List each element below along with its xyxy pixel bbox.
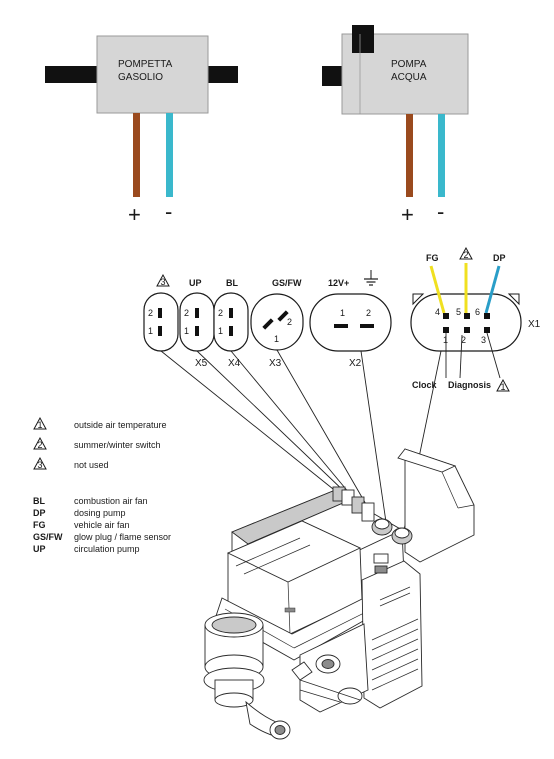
connector-x2: 1 2 — [309, 293, 392, 352]
svg-text:3: 3 — [161, 277, 166, 287]
pump-acqua-wire-negative — [438, 114, 445, 197]
pump-gasolio-wire-positive — [133, 113, 140, 197]
connector-x5: 2 1 — [143, 292, 179, 352]
label-12v: 12V+ — [328, 278, 349, 288]
legend-symbol-3: 3 not used — [33, 456, 109, 470]
pump-gasolio-wire-negative — [166, 113, 173, 197]
svg-text:2: 2 — [218, 308, 223, 318]
svg-text:1: 1 — [274, 334, 279, 344]
warning-triangle-3-icon: 3 — [156, 273, 170, 287]
svg-text:combustion air fan: combustion air fan — [74, 496, 148, 506]
svg-text:3: 3 — [481, 335, 486, 345]
pump-gasolio-left-port — [45, 66, 101, 83]
svg-text:UP: UP — [33, 544, 46, 554]
svg-text:BL: BL — [33, 496, 45, 506]
legend-symbol-1: 1 outside air temperature — [33, 416, 167, 430]
warning-triangle-2-icon: 2 — [459, 246, 473, 260]
label-up: UP — [189, 278, 202, 288]
pump-gasolio-right-port — [204, 66, 238, 83]
svg-text:2: 2 — [366, 308, 371, 318]
svg-text:2: 2 — [184, 308, 189, 318]
x1-wire-fg — [429, 265, 446, 314]
pump-acqua: POMPA ACQUA + - — [322, 25, 469, 227]
svg-text:2: 2 — [38, 440, 43, 450]
connector-x4-bl: 2 1 — [213, 292, 249, 352]
svg-text:1: 1 — [501, 382, 506, 392]
svg-text:dosing pump: dosing pump — [74, 508, 126, 518]
legend-symbol-2: 2 summer/winter switch — [33, 436, 161, 450]
pump-acqua-name-2: ACQUA — [391, 72, 427, 83]
harness-wires — [160, 349, 442, 531]
connector-x1: FG 2 DP 4 5 6 1 2 3 X1 Clock Diagnosis — [410, 246, 541, 392]
svg-text:outside air temperature: outside air temperature — [74, 420, 167, 430]
ground-icon — [364, 270, 378, 286]
svg-text:4: 4 — [435, 307, 440, 317]
pump-acqua-minus: - — [437, 199, 444, 224]
label-clock: Clock — [412, 380, 438, 390]
heater-plugs — [332, 486, 413, 574]
svg-text:vehicle air fan: vehicle air fan — [74, 520, 130, 530]
svg-text:6: 6 — [475, 307, 480, 317]
svg-text:1: 1 — [443, 335, 448, 345]
label-gs-fw: GS/FW — [272, 278, 302, 288]
svg-text:1: 1 — [218, 326, 223, 336]
pump-gasolio-name-1: POMPETTA — [118, 59, 173, 70]
svg-text:3: 3 — [38, 460, 43, 470]
svg-text:X2: X2 — [349, 358, 362, 369]
svg-text:circulation pump: circulation pump — [74, 544, 140, 554]
label-fg: FG — [426, 253, 439, 263]
svg-text:2: 2 — [287, 317, 292, 327]
legend-abbreviations: BL combustion air fan DP dosing pump FG … — [33, 496, 171, 554]
warning-triangle-1-icon: 1 — [496, 378, 510, 392]
pump-acqua-wire-positive — [406, 114, 413, 197]
warning-triangle-icon — [33, 456, 47, 470]
svg-text:2: 2 — [464, 250, 469, 260]
pump-gasolio: POMPETTA GASOLIO + - — [45, 35, 238, 227]
pump-gasolio-minus: - — [165, 199, 172, 224]
svg-text:not used: not used — [74, 460, 109, 470]
pump-gasolio-name-2: GASOLIO — [118, 72, 163, 83]
x1-name: X1 — [528, 319, 541, 330]
svg-text:glow plug / flame sensor: glow plug / flame sensor — [74, 532, 171, 542]
label-bl: BL — [226, 278, 238, 288]
svg-text:summer/winter switch: summer/winter switch — [74, 440, 161, 450]
svg-text:X5: X5 — [195, 358, 208, 369]
warning-triangle-icon — [33, 416, 47, 430]
svg-text:GS/FW: GS/FW — [33, 532, 63, 542]
pump-gasolio-plus: + — [128, 202, 141, 227]
label-diagnosis: Diagnosis — [448, 380, 491, 390]
connector-names: X5 X4 X3 X2 — [195, 358, 362, 369]
svg-text:5: 5 — [456, 307, 461, 317]
warning-triangle-icon — [33, 436, 47, 450]
pump-acqua-top-port — [352, 25, 374, 53]
legend-symbols: 1 outside air temperature 2 summer/winte… — [33, 416, 167, 470]
label-dp: DP — [493, 253, 506, 263]
pump-gasolio-body — [96, 35, 209, 114]
svg-text:X3: X3 — [269, 358, 282, 369]
pump-acqua-plus: + — [401, 202, 414, 227]
connector-top-labels: 3 UP BL GS/FW 12V+ — [156, 270, 378, 288]
svg-text:X4: X4 — [228, 358, 241, 369]
connector-x4-up: 2 1 — [179, 292, 215, 352]
svg-text:1: 1 — [184, 326, 189, 336]
svg-text:FG: FG — [33, 520, 46, 530]
svg-text:1: 1 — [148, 326, 153, 336]
connector-x3: 2 1 — [250, 293, 304, 351]
svg-text:1: 1 — [38, 420, 43, 430]
svg-text:1: 1 — [340, 308, 345, 318]
x1-wire-dp — [484, 265, 501, 314]
svg-text:2: 2 — [461, 335, 466, 345]
svg-text:DP: DP — [33, 508, 46, 518]
svg-text:2: 2 — [148, 308, 153, 318]
heater-illustration — [203, 448, 475, 740]
pump-acqua-name-1: POMPA — [391, 59, 427, 70]
